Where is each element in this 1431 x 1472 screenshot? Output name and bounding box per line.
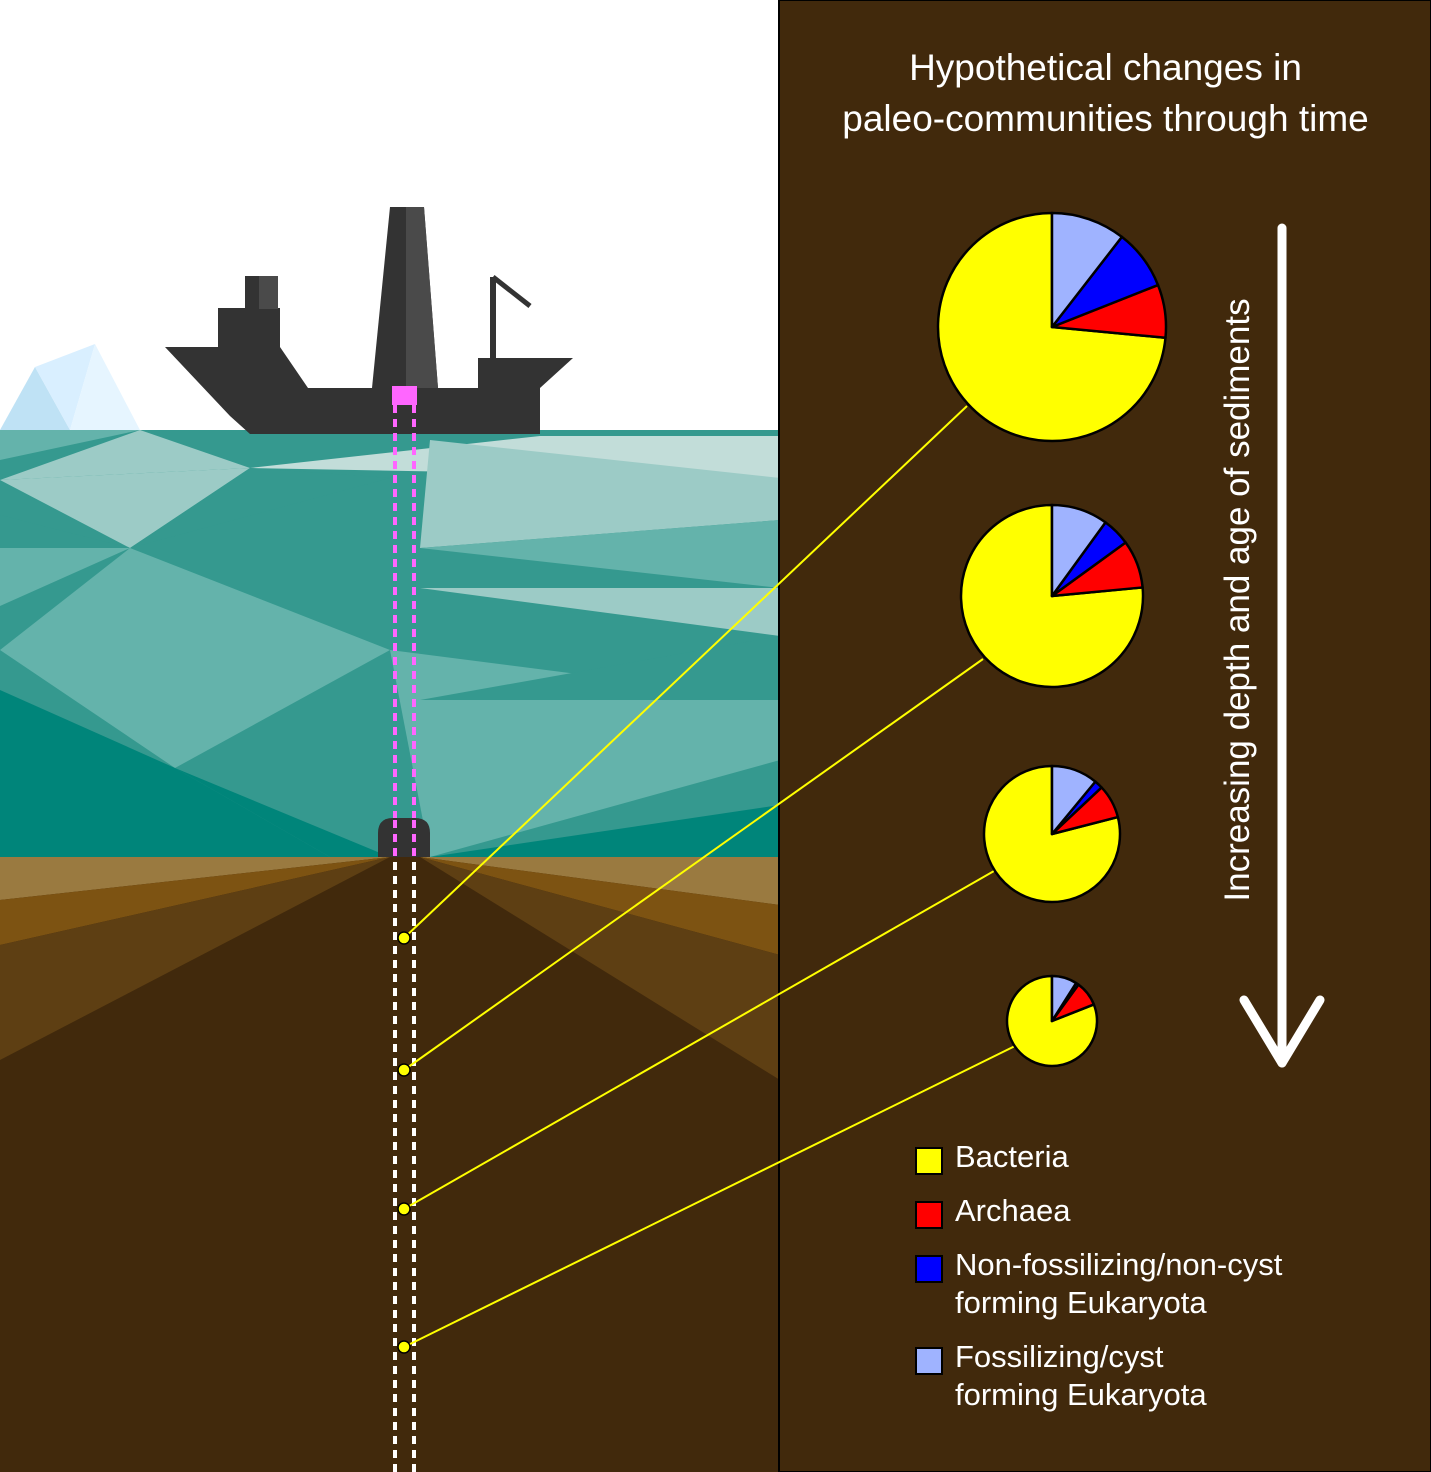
pie-slice-3-fossilizing-cyst-forming-eukaryota <box>1050 764 1097 836</box>
pie-chart-2 <box>959 503 1145 689</box>
legend-item-fossil-eukaryota: Fossilizing/cyst forming Eukaryota <box>915 1338 1355 1414</box>
pie-slice-2-fossilizing-cyst-forming-eukaryota <box>1050 503 1107 598</box>
legend-item-bacteria: Bacteria <box>915 1138 1355 1176</box>
sample-point-4 <box>397 1340 411 1354</box>
legend-label-bacteria: Bacteria <box>955 1139 1069 1174</box>
pie-chart-1 <box>936 211 1168 443</box>
legend-swatch-archaea <box>915 1201 943 1229</box>
legend-label-archaea: Archaea <box>955 1193 1071 1228</box>
drill-pipe <box>392 386 417 857</box>
legend-swatch-fossil-eukaryota <box>915 1347 943 1375</box>
legend-item-archaea: Archaea <box>915 1192 1355 1230</box>
depth-axis-label: Increasing depth and age of sediments <box>1218 298 1257 902</box>
legend: Bacteria Archaea Non-fossilizing/non-cys… <box>915 1138 1355 1430</box>
pie-slice-4-bacteria <box>1005 974 1099 1068</box>
pie-chart-4 <box>1005 974 1099 1068</box>
borehole <box>393 862 416 1472</box>
leader-line-3 <box>403 870 995 1210</box>
legend-item-nonfossil-eukaryota: Non-fossilizing/non-cyst forming Eukaryo… <box>915 1246 1355 1322</box>
pie-slice-4-fossilizing-cyst-forming-eukaryota <box>1050 974 1078 1023</box>
leader-line-2 <box>403 658 984 1071</box>
sediment <box>0 857 780 1472</box>
arrow-down-icon <box>1239 223 1325 1068</box>
panel-title: Hypothetical changes in paleo-communitie… <box>842 47 1369 139</box>
pie-charts <box>936 211 1168 1068</box>
sample-point-1 <box>397 931 411 945</box>
legend-swatch-nonfossil-eukaryota <box>915 1255 943 1283</box>
sample-point-3 <box>397 1202 411 1216</box>
ship-icon <box>165 207 573 434</box>
ocean <box>0 430 780 857</box>
leader-line-4 <box>403 1044 1018 1348</box>
legend-swatch-bacteria <box>915 1147 943 1175</box>
pie-slice-2-bacteria <box>959 503 1145 689</box>
iceberg-icon <box>0 344 140 430</box>
leader-lines <box>403 405 1018 1348</box>
legend-label-fossil-eukaryota: Fossilizing/cyst forming Eukaryota <box>955 1339 1207 1412</box>
pie-slice-1-fossilizing-cyst-forming-eukaryota <box>1050 211 1124 329</box>
sample-points <box>397 931 411 1354</box>
pie-chart-3 <box>982 764 1122 904</box>
sample-point-2 <box>397 1063 411 1077</box>
leader-line-1 <box>403 405 968 939</box>
drill-head-icon <box>378 818 430 857</box>
legend-label-nonfossil-eukaryota: Non-fossilizing/non-cyst forming Eukaryo… <box>955 1247 1283 1320</box>
